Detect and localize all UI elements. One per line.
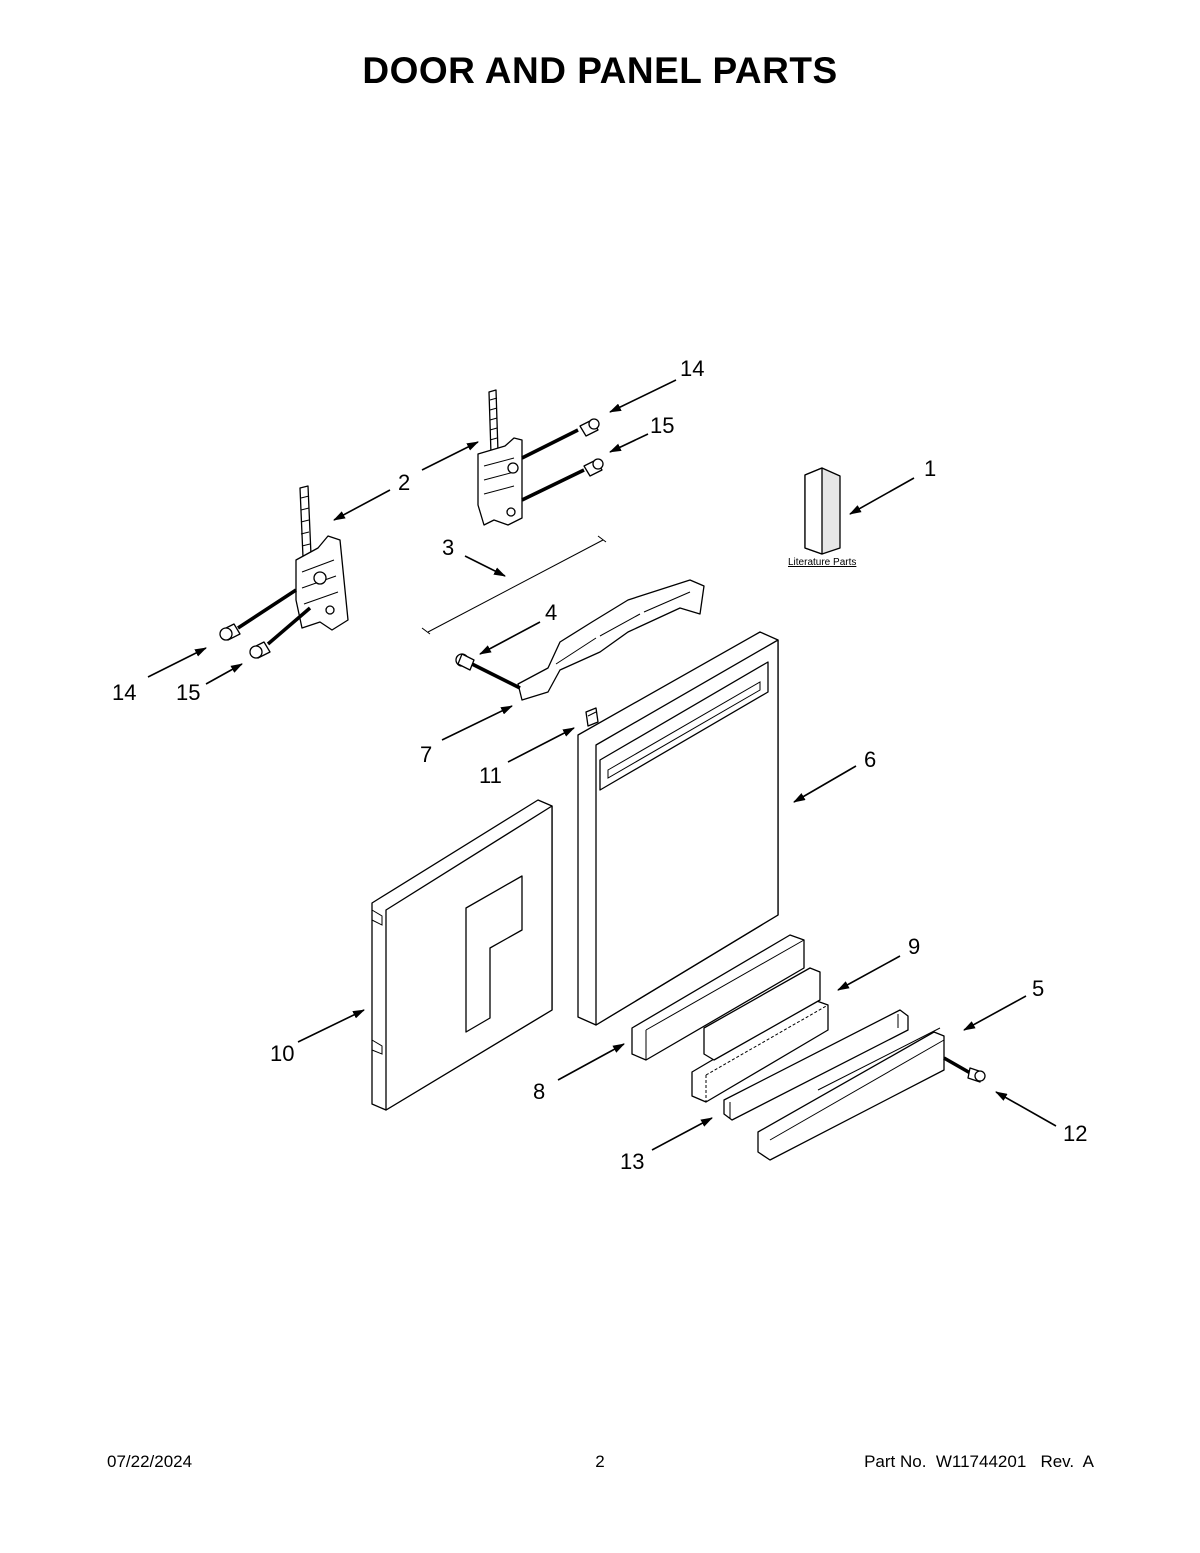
outer-door-panel (577, 631, 779, 1026)
callout-6: 6 (864, 747, 876, 772)
hinge-left (237, 485, 349, 646)
callout-4: 4 (545, 600, 557, 625)
callout-9: 9 (908, 934, 920, 959)
bottom-bracket (757, 1027, 945, 1161)
footer-page-number: 2 (595, 1452, 605, 1471)
screw-15-right (583, 458, 604, 477)
footer-part-number: Part No. W11744201 Rev. A (864, 1452, 1094, 1471)
callout-14-right: 14 (680, 356, 704, 381)
callout-13: 13 (620, 1149, 644, 1174)
door-vent-bracket (517, 579, 705, 701)
callout-12: 12 (1063, 1121, 1087, 1146)
callout-11: 11 (479, 763, 502, 788)
screw-15-left (249, 641, 271, 659)
hinge-right (477, 389, 585, 526)
page-title: DOOR AND PANEL PARTS (362, 50, 838, 91)
screw-4 (455, 653, 521, 690)
screw-12 (943, 1056, 986, 1083)
callout-7: 7 (420, 742, 432, 767)
callout-2: 2 (398, 470, 410, 495)
leader-arrows (147, 379, 1057, 1151)
inner-door-panel (371, 799, 553, 1111)
screw-14-right (579, 418, 600, 437)
footer-date: 07/22/2024 (107, 1452, 193, 1471)
toe-plate (723, 1009, 909, 1121)
literature-parts-label: Literature Parts (788, 557, 856, 568)
callout-5: 5 (1032, 976, 1044, 1001)
callout-8: 8 (533, 1079, 545, 1104)
clip (585, 707, 599, 727)
callout-1: 1 (924, 456, 936, 481)
callout-15-left: 15 (176, 680, 200, 705)
trim-piece-8 (631, 934, 805, 1061)
callout-3: 3 (442, 535, 454, 560)
trim-piece-9 (691, 967, 829, 1103)
screw-14-left (219, 623, 241, 641)
rod (421, 535, 607, 635)
callout-10: 10 (270, 1041, 294, 1066)
callout-15-right: 15 (650, 413, 674, 438)
callout-14-left: 14 (112, 680, 136, 705)
literature-parts-booklet (804, 467, 841, 555)
